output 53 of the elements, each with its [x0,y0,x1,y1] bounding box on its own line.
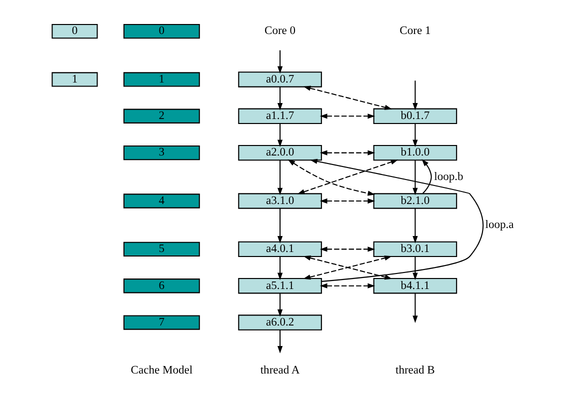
node-box: b4.1.1 [372,278,457,294]
arrow [412,293,418,324]
node-box: 0 [122,24,200,39]
arrow [276,256,282,280]
arrow [276,293,282,317]
node-box: a1.1.7 [238,108,322,124]
arrow [319,283,375,288]
arrow [421,159,432,194]
node-box: 4 [122,194,200,208]
arrow [412,124,418,148]
node-box: b3.0.1 [372,241,457,258]
node-box: 6 [122,278,200,294]
arrow [276,330,282,354]
node-box: 7 [122,315,200,330]
node-box: a2.0.0 [238,144,322,161]
node-box: 5 [122,242,200,257]
arrow [319,150,375,156]
node-box: b0.1.7 [372,108,457,124]
label: Cache Model [130,364,192,377]
label: thread B [395,364,434,377]
arrow [319,114,375,119]
node-box: 1 [122,72,200,87]
node-box: 0 [51,24,98,39]
arrow [412,160,418,196]
arrow [276,208,282,244]
node-box: b2.1.0 [372,193,457,209]
arrow [296,160,398,194]
node-box: a4.0.1 [238,241,322,258]
node-box: a5.1.1 [238,278,322,294]
node-box: 2 [122,108,200,124]
node-text: Core 0 [264,25,296,38]
arrow [276,86,282,110]
arrow [287,159,375,196]
node-box: a6.0.2 [238,314,322,330]
node-box: a3.1.0 [238,193,322,209]
arrow [309,158,484,282]
arrow [412,256,418,280]
label: Core 1 [399,25,430,38]
node-box: b1.0.0 [372,144,457,161]
arrow [319,198,375,204]
arrow [412,208,418,244]
arrow [319,246,375,252]
arrow [302,86,392,110]
node-box: 1 [51,72,98,87]
arrow [276,160,282,196]
arrow [276,50,282,74]
node-text: thread A [260,364,300,377]
node-box: 3 [122,145,200,160]
arrow [412,80,418,110]
arrow [276,124,282,148]
edge-label: loop.b [434,170,463,183]
edge-label: loop.a [484,219,514,232]
node-box: a0.0.7 [238,72,322,88]
